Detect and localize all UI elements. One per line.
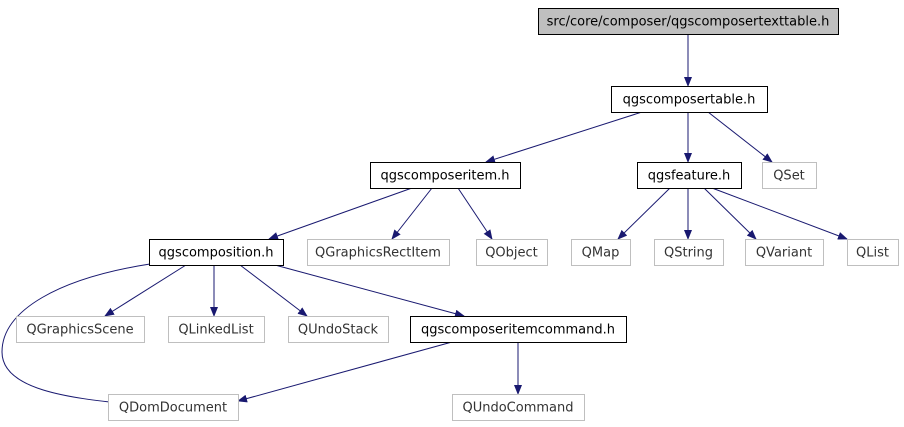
node-label: QUndoCommand [462, 401, 573, 416]
node-undostack: QUndoStack [288, 316, 389, 343]
edge-feature-qmap [617, 187, 671, 240]
node-label: src/core/composer/qgscomposertexttable.h [547, 15, 830, 30]
node-label: qgscomposition.h [159, 246, 274, 261]
node-box [288, 316, 389, 343]
node-linkedlist: QLinkedList [168, 316, 265, 343]
edge-composition-scene [104, 264, 187, 317]
node-table[interactable]: qgscomposertable.h [611, 86, 768, 113]
node-box [571, 239, 631, 266]
node-box [452, 394, 585, 421]
node-box [538, 8, 839, 35]
node-box [847, 239, 899, 266]
edge-item-rectitem [391, 187, 433, 240]
node-qobject: QObject [476, 239, 548, 266]
node-domdoc: QDomDocument [108, 394, 239, 421]
node-scene: QGraphicsScene [16, 316, 145, 343]
node-box [149, 239, 284, 266]
edges-layer [1, 34, 848, 408]
node-rectitem: QGraphicsRectItem [307, 239, 450, 266]
node-label: qgscomposeritem.h [380, 169, 509, 184]
node-box [637, 162, 742, 189]
edge-composition-undostack [239, 264, 308, 317]
node-qset: QSet [762, 162, 817, 189]
node-label: QSet [773, 169, 805, 184]
node-label: QString [664, 246, 713, 261]
node-label: QGraphicsScene [26, 323, 133, 338]
node-box [745, 239, 824, 266]
node-box [370, 162, 521, 189]
node-label: QDomDocument [119, 401, 227, 416]
node-feature[interactable]: qgsfeature.h [637, 162, 742, 189]
edge-feature-qlist [711, 187, 848, 240]
node-qvariant: QVariant [745, 239, 824, 266]
node-command[interactable]: qgscomposeritemcommand.h [410, 316, 627, 343]
node-box [410, 316, 627, 343]
node-box [307, 239, 450, 266]
node-box [168, 316, 265, 343]
edge-feature-qvariant [703, 187, 757, 240]
node-label: QUndoStack [298, 323, 379, 338]
node-label: QLinkedList [178, 323, 253, 338]
node-qmap: QMap [571, 239, 631, 266]
edge-command-domdoc [237, 341, 453, 403]
node-box [108, 394, 239, 421]
node-label: qgsfeature.h [648, 169, 731, 184]
node-label: QGraphicsRectItem [315, 246, 441, 261]
edge-table-qset [707, 111, 773, 163]
node-box [654, 239, 724, 266]
node-box [16, 316, 145, 343]
node-label: QMap [582, 246, 620, 261]
node-label: QVariant [756, 246, 812, 261]
node-label: qgscomposertable.h [623, 93, 756, 108]
node-box [762, 162, 817, 189]
node-composition[interactable]: qgscomposition.h [149, 239, 284, 266]
node-box [611, 86, 768, 113]
edge-item-qobject [457, 187, 493, 240]
edge-composition-command [274, 264, 465, 318]
node-box [476, 239, 548, 266]
edge-item-composition [268, 187, 413, 240]
edge-table-item [485, 111, 643, 164]
node-root[interactable]: src/core/composer/qgscomposertexttable.h [538, 8, 839, 35]
node-item[interactable]: qgscomposeritem.h [370, 162, 521, 189]
node-label: QObject [485, 246, 538, 261]
node-label: QList [856, 246, 889, 261]
node-qlist: QList [847, 239, 899, 266]
nodes-layer: src/core/composer/qgscomposertexttable.h… [16, 8, 899, 421]
node-label: qgscomposeritemcommand.h [421, 323, 615, 338]
node-undocmd: QUndoCommand [452, 394, 585, 421]
edge-composition-domdoc [1, 263, 151, 408]
node-qstring: QString [654, 239, 724, 266]
